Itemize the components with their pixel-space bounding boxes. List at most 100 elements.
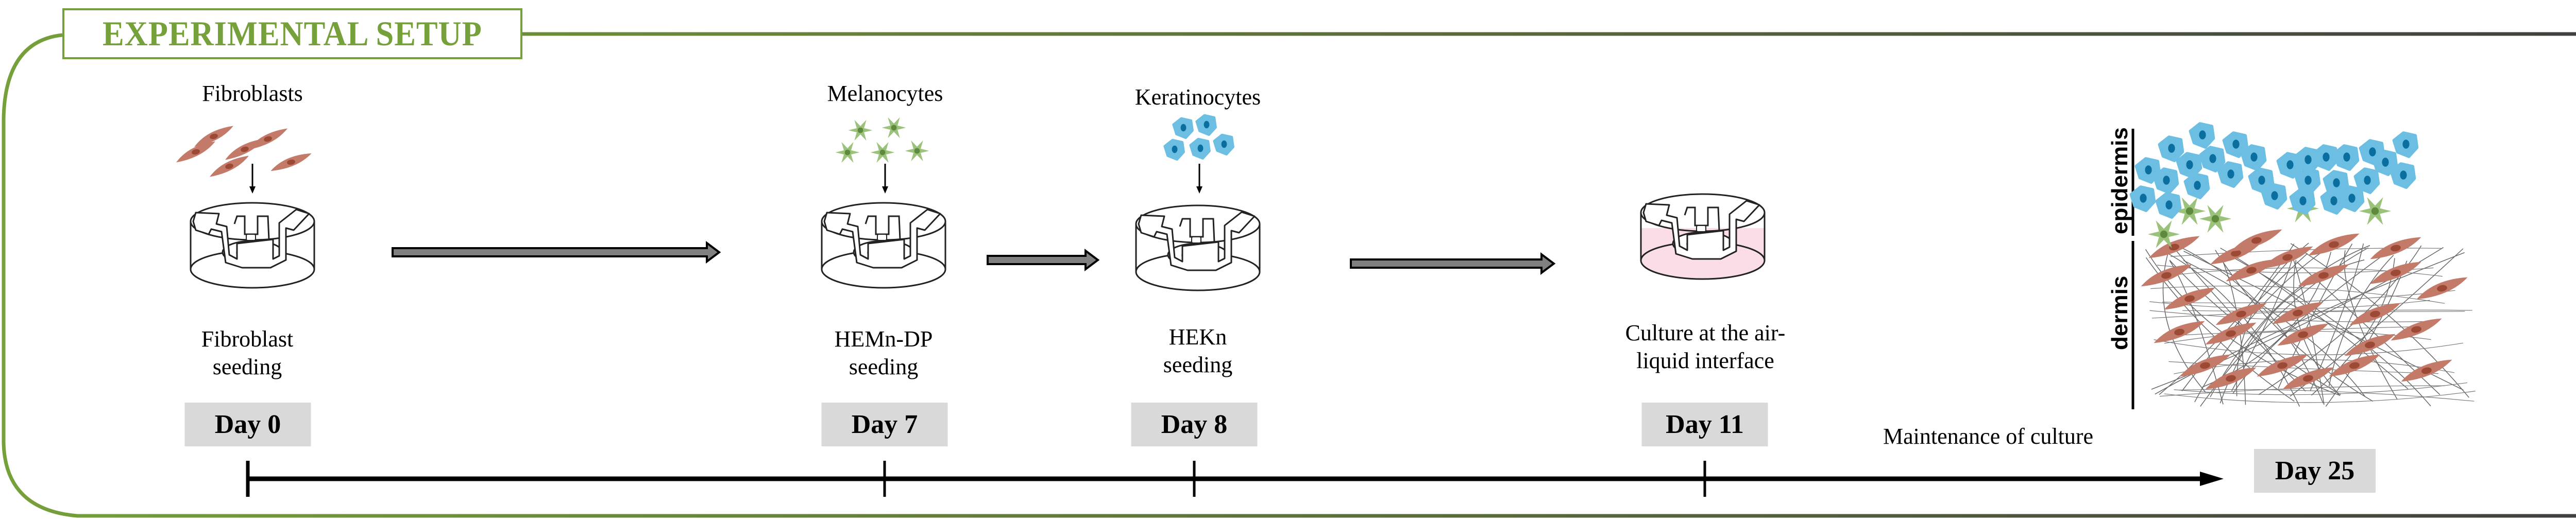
nucleus bbox=[2258, 176, 2265, 185]
collagen-fiber bbox=[2150, 285, 2445, 304]
culture-insert-icon bbox=[1135, 204, 1261, 291]
collagen-fiber bbox=[2194, 248, 2327, 403]
nucleus bbox=[2343, 152, 2350, 162]
step-label-hekn: HEKn seeding bbox=[1163, 323, 1232, 379]
collagen-fiber bbox=[2162, 290, 2455, 304]
nucleus bbox=[2333, 178, 2340, 187]
nucleus bbox=[844, 149, 851, 155]
nucleus bbox=[2382, 158, 2389, 167]
nucleus bbox=[1197, 144, 1204, 152]
nucleus bbox=[2277, 362, 2287, 369]
step-line: liquid interface bbox=[1636, 348, 1774, 373]
nucleus bbox=[2165, 200, 2173, 210]
nucleus bbox=[2161, 272, 2172, 279]
nucleus bbox=[2400, 170, 2407, 180]
diagram-title: EXPERIMENTAL SETUP bbox=[103, 14, 482, 53]
collagen-fiber bbox=[2164, 391, 2476, 403]
nucleus bbox=[2160, 230, 2168, 238]
nucleus bbox=[2364, 176, 2371, 185]
nucleus bbox=[2437, 285, 2447, 292]
culture-insert-icon bbox=[190, 202, 315, 289]
step-line: HEMn-DP bbox=[834, 326, 933, 352]
title-box: EXPERIMENTAL SETUP bbox=[62, 8, 522, 59]
step-line: Culture at the air- bbox=[1625, 320, 1786, 345]
nucleus bbox=[2236, 310, 2246, 318]
melanocyte-cluster-icon bbox=[835, 117, 929, 163]
nucleus bbox=[2251, 237, 2262, 244]
collagen-fiber bbox=[2154, 339, 2463, 355]
nucleus bbox=[2226, 375, 2236, 382]
nucleus bbox=[2184, 295, 2195, 302]
step-label-hemn-dp: HEMn-DP seeding bbox=[835, 325, 933, 381]
step-line: seeding bbox=[1163, 352, 1233, 377]
nucleus bbox=[2271, 191, 2278, 200]
cell-label-fibroblasts: Fibroblasts bbox=[202, 81, 303, 106]
collagen-fiber bbox=[2179, 389, 2475, 402]
nucleus bbox=[2226, 330, 2236, 337]
process-arrow-icon bbox=[392, 241, 721, 264]
nucleus bbox=[891, 125, 897, 131]
nucleus bbox=[2421, 367, 2432, 374]
nucleus bbox=[2369, 147, 2376, 157]
step-line: seeding bbox=[849, 354, 919, 379]
nucleus bbox=[2402, 140, 2410, 149]
collagen-fiber bbox=[2183, 260, 2365, 397]
day-badge-25: Day 25 bbox=[2254, 449, 2376, 493]
nucleus bbox=[857, 127, 863, 133]
nucleus bbox=[2209, 154, 2216, 163]
down-arrow-icon bbox=[882, 164, 888, 194]
nucleus bbox=[2391, 245, 2401, 252]
nucleus bbox=[2349, 362, 2360, 369]
collagen-fiber bbox=[2290, 249, 2325, 405]
nucleus bbox=[2371, 207, 2379, 215]
collagen-fiber bbox=[2182, 310, 2465, 312]
nucleus bbox=[225, 163, 233, 169]
step-line: seeding bbox=[212, 354, 282, 379]
nucleus bbox=[2145, 165, 2152, 175]
keratinocyte-cluster-icon bbox=[1163, 114, 1234, 161]
nucleus bbox=[2286, 160, 2294, 169]
nucleus bbox=[2293, 309, 2303, 317]
nucleus bbox=[2250, 152, 2258, 162]
collagen-fiber bbox=[2220, 248, 2409, 390]
nucleus bbox=[287, 159, 295, 165]
collagen-fiber bbox=[2231, 251, 2295, 391]
nucleus bbox=[2304, 155, 2312, 164]
nucleus bbox=[2330, 196, 2337, 205]
nucleus bbox=[2211, 215, 2219, 223]
day-badge-11: Day 11 bbox=[1641, 403, 1768, 446]
nucleus bbox=[2282, 254, 2293, 261]
day-badge-0: Day 0 bbox=[184, 403, 311, 446]
culture-insert-icon bbox=[821, 202, 946, 289]
nucleus bbox=[2174, 328, 2184, 336]
cell-label-melanocytes: Melanocytes bbox=[827, 81, 943, 106]
nucleus bbox=[914, 148, 920, 154]
nucleus bbox=[2348, 194, 2355, 203]
nucleus bbox=[2298, 331, 2308, 338]
cell-label-keratinocytes: Keratinocytes bbox=[1134, 84, 1261, 110]
nucleus bbox=[210, 133, 218, 140]
collagen-fiber bbox=[2210, 245, 2370, 397]
nucleus bbox=[2168, 144, 2175, 153]
down-arrow-icon bbox=[249, 164, 256, 194]
nucleus bbox=[2227, 169, 2234, 179]
nucleus bbox=[2194, 181, 2201, 190]
nucleus bbox=[1221, 140, 1227, 148]
maintenance-label: Maintenance of culture bbox=[1883, 424, 2094, 449]
nucleus bbox=[192, 149, 200, 155]
keratinocytes bbox=[2129, 122, 2419, 219]
skin-model-diagram bbox=[2129, 122, 2476, 409]
step-line: HEKn bbox=[1168, 324, 1227, 350]
timeline bbox=[246, 461, 2224, 497]
nucleus bbox=[2411, 326, 2421, 333]
process-arrow-icon bbox=[1350, 252, 1556, 275]
timeline-arrowhead-icon bbox=[2200, 472, 2224, 486]
process-arrow-icon bbox=[987, 249, 1100, 271]
step-label-air-liquid: Culture at the air- liquid interface bbox=[1625, 319, 1786, 375]
dermal-fibroblasts bbox=[2141, 229, 2468, 390]
down-arrow-icon bbox=[1196, 164, 1202, 194]
nucleus bbox=[2186, 160, 2193, 169]
nucleus bbox=[2391, 269, 2401, 276]
nucleus bbox=[2318, 272, 2329, 279]
